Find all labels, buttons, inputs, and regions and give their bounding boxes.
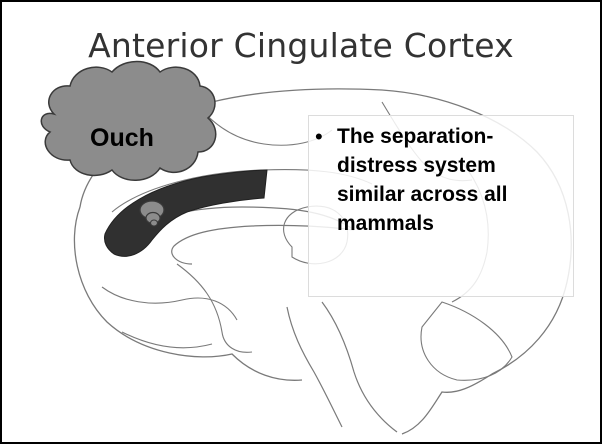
thought-bubble-cloud: [41, 62, 215, 181]
bullet-text-box: • The separation-distress system similar…: [308, 115, 574, 297]
sulcus-line-2: [177, 264, 252, 352]
slide-title: Anterior Cingulate Cortex: [2, 26, 600, 65]
anterior-cingulate-highlight: [104, 170, 267, 256]
sulcus-line-1: [102, 287, 237, 320]
cerebellum-outline: [421, 302, 512, 380]
temporal-lobe-line: [122, 332, 212, 348]
bullet-text: The separation-distress system similar a…: [337, 122, 527, 238]
bullet-item: • The separation-distress system similar…: [315, 122, 565, 238]
thought-bubble-dot-small: [151, 220, 158, 226]
brainstem-outline-2: [287, 307, 342, 427]
brainstem-outline: [322, 302, 397, 432]
thought-bubble-label: Ouch: [62, 124, 182, 153]
bullet-marker: •: [315, 122, 337, 151]
